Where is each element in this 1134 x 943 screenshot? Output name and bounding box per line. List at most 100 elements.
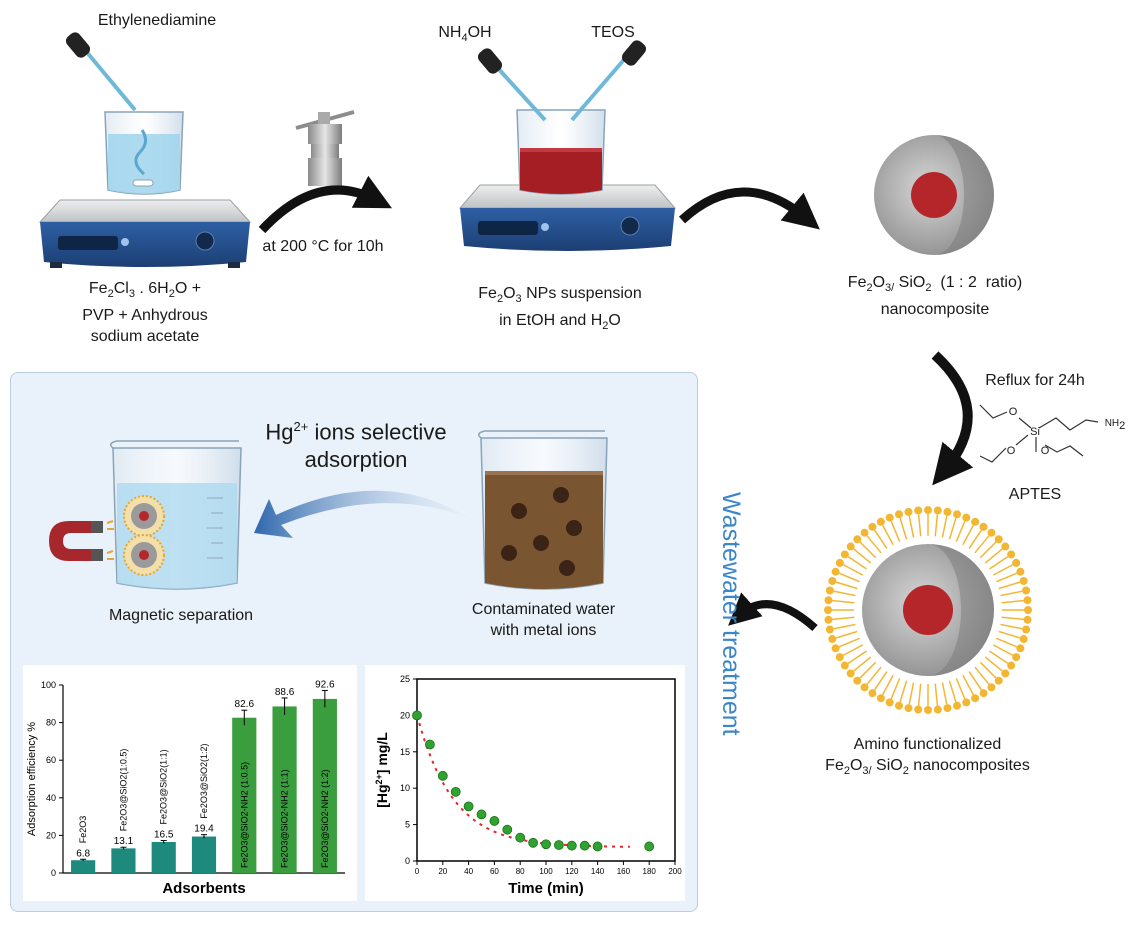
ligand-chain (948, 680, 957, 703)
ligand-head (876, 694, 885, 703)
nanocomposite-line1: Fe2O3/ SiO2 (1 : 2 ratio) (847, 274, 1023, 295)
aptes-structure (979, 404, 1099, 463)
bar-y-tick-label: 40 (46, 793, 56, 803)
ligand-chain (979, 541, 997, 559)
ligand-chain (1000, 623, 1023, 630)
ligand-head (828, 635, 837, 644)
dropper-nh4oh (477, 48, 547, 122)
suspension-line1: Fe2O3 NPs suspension (478, 285, 642, 306)
bar-category-label: Fe2O3@SiO2-NH2 (1:1) (280, 769, 290, 868)
data-point (502, 824, 513, 835)
ligand-head (943, 704, 952, 713)
data-point (489, 816, 500, 826)
ligand-chain (882, 524, 894, 546)
arrow-to-nanocomposite (678, 187, 820, 230)
ligand-head (987, 683, 996, 692)
ligand-head (885, 698, 894, 707)
bar-value-label: 92.6 (315, 679, 335, 690)
ligand-head (835, 653, 844, 662)
ligand-head (1024, 606, 1032, 614)
ligand-head (914, 506, 923, 515)
bar (151, 841, 176, 873)
data-point (541, 839, 551, 850)
data-point (412, 710, 422, 721)
dropper-teos (570, 40, 647, 122)
ligand-chain (955, 678, 966, 699)
arrow-autoclave (258, 175, 392, 234)
label-precursors: Fe2Cl3 . 6H2O + PVP + Anhydrous sodium a… (60, 278, 230, 347)
ligand-head (868, 689, 877, 698)
ligand-chain (917, 683, 922, 706)
ligand-head (924, 506, 932, 514)
data-point (528, 837, 539, 848)
ligand-chain (859, 541, 877, 559)
ligand-head (846, 542, 855, 551)
ligand-chain (968, 671, 982, 691)
ligand-head (933, 705, 942, 714)
precursors-line3: sodium acetate (90, 328, 200, 346)
captured-particle-2 (123, 534, 165, 576)
data-point (579, 840, 590, 851)
arrow-to-panel (728, 592, 818, 632)
ligand-chain (833, 590, 856, 597)
scatter-x-tick-label: 120 (565, 867, 579, 876)
bar-x-axis-label: Adsorbents (162, 880, 245, 897)
ligand-chain (974, 666, 990, 685)
bar-y-tick-label: 20 (46, 830, 56, 840)
ligand-head (924, 706, 932, 714)
amino-line2: Fe2O3/ SiO2 nanocomposites (825, 757, 1030, 778)
ligand-chain (984, 548, 1003, 564)
ligand-head (831, 644, 840, 653)
ligand-chain (1001, 616, 1024, 621)
ligand-head (828, 576, 837, 585)
bar-category-label: Fe2O3 (78, 816, 88, 844)
fit-curve (416, 715, 630, 848)
bar (272, 706, 297, 873)
precursors-line2: PVP + Anhydrous (82, 307, 208, 325)
bar-y-axis-label: Adsorption efficiency % (26, 722, 38, 836)
ligand-chain (835, 630, 858, 639)
ligand-chain (941, 515, 948, 538)
ligand-head (953, 701, 962, 710)
scatter-y-tick-label: 5 (405, 820, 410, 830)
ligand-chain (908, 682, 915, 705)
ligand-head (1012, 653, 1021, 662)
ligand-head (979, 689, 988, 698)
bar-category-label: Fe2O3@SiO2(1:2) (199, 743, 209, 818)
ligand-head (840, 550, 849, 559)
amino-line1: Amino functionalized (853, 736, 1002, 753)
caption-contaminated-line1: Contaminated water (471, 601, 616, 618)
bar-category-label: Fe2O3@SiO2(1:0.5) (118, 749, 128, 832)
ligand-chain (866, 535, 882, 554)
ligand-chain (996, 572, 1017, 583)
ligand-head (962, 513, 971, 522)
ligand-chain (908, 515, 915, 538)
ligand-chain (832, 599, 855, 604)
ligand-head (943, 507, 952, 516)
ligand-head (853, 535, 862, 544)
bar (71, 860, 96, 873)
scatter-y-axis-label: [Hg2+] mg/L (374, 732, 390, 808)
ligand-head (1012, 558, 1021, 567)
ligand-chain (853, 548, 872, 564)
ligand-chain (998, 581, 1021, 590)
magnetic-stirrer-1 (38, 199, 252, 268)
ligand-chain (866, 666, 882, 685)
ligand-chain (984, 656, 1003, 672)
ligand-head (1022, 586, 1031, 595)
fe2o3-sio2-nanoparticle (874, 135, 994, 255)
magnetic-stirrer-2 (458, 184, 677, 251)
ligand-head (824, 615, 833, 624)
bar (191, 836, 217, 873)
label-fe2o3-suspension: Fe2O3 NPs suspension in EtOH and H2O (460, 283, 660, 337)
ligand-head (933, 506, 942, 515)
ligand-head (1001, 669, 1010, 678)
ligand-head (1007, 550, 1016, 559)
arrow-adsorption (254, 490, 469, 538)
beaker-ethylenediamine (104, 111, 184, 195)
beaker-fe2o3-suspension (516, 109, 606, 195)
ligand-chain (941, 682, 948, 705)
